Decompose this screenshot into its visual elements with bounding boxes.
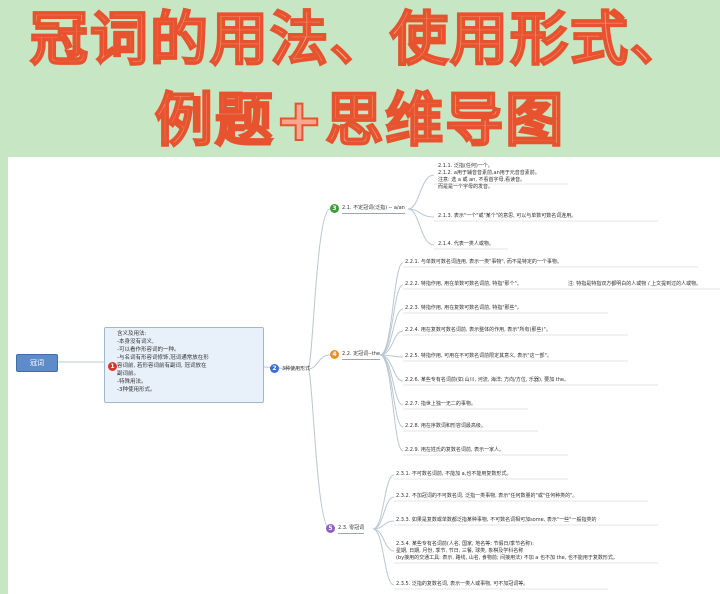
definite-node[interactable]: 2.2. 定冠词--the: [342, 351, 380, 360]
def-item-1: 2.2.1. 与单数可数名词连用, 表示一类"事物", 而不是特定的一个事物。: [405, 259, 562, 265]
banner-title-line-1: 冠词的用法、使用形式、: [29, 4, 690, 74]
indefinite-node[interactable]: 2.1. 不定冠词(泛指) -- a/an: [342, 205, 405, 214]
def-item-7: 2.2.7. 指世上独一无二的事物。: [405, 401, 476, 407]
zero-node[interactable]: 2.3. 零冠词: [338, 525, 365, 534]
indef-item-2: 2.1.2. a用于辅音音素前,an用于元音音素前。: [438, 170, 540, 176]
def-item-6: 2.2.6. 某些专有名词前(如:山川, 河流, 海洋; 方向/方位, 乐器),…: [405, 377, 569, 383]
connector-forms-indef: [307, 208, 331, 370]
banner-title-line-2: 例题+思维导图: [154, 85, 566, 155]
def-item-9: 2.2.9. 用在姓氏的复数名词前, 表示一家人。: [405, 447, 505, 453]
def-item-2: 2.2.2. 特指作用, 用在单数可数名词前, 特指"那个"。: [405, 281, 522, 287]
zero-item-4: 2.3.4. 某些专有名词前(人名, 国家, 地名等; 节假日/季节名称):: [396, 541, 534, 547]
badge-5-icon: 5: [326, 524, 335, 533]
def-item-3: 2.2.3. 特指作用, 用在复数可数名词前, 特指"那些"。: [405, 305, 522, 311]
connector-forms-zero: [307, 368, 331, 530]
def-item-2-note: 注: 特指是特指双方都明白的人或物 / 上文提到过的人或物。: [568, 281, 702, 287]
badge-4-icon: 4: [330, 350, 339, 359]
forms-node[interactable]: 3种使用形式: [282, 366, 311, 372]
def-item-4: 2.2.4. 用在复数可数名词前, 表示整体的作用, 表示"所有(那些)"。: [405, 327, 551, 333]
def-item-5: 2.2.5. 特指作用, 可用在不可数名词前限定其意义, 表示"这一部"。: [405, 353, 552, 359]
indef-item-3: 注意: 选 a 或 an, 不看首字母,看读音。: [438, 177, 526, 183]
indef-item-5: 2.1.3. 表示"一个"或"某个"的意思, 可以与单数可数名词连用。: [438, 213, 577, 219]
badge-2-icon: 2: [270, 364, 279, 373]
zero-item-5: 星期, 日期, 月份, 季节, 节日, 三餐, 球类, 象棋及学科名称: [396, 548, 524, 554]
root-node[interactable]: 冠词: [16, 354, 58, 372]
mindmap-connectors: [56, 174, 720, 590]
badge-1-icon: 1: [108, 362, 117, 371]
indef-item-1: 2.1.1. 泛指(任何)一个。: [438, 163, 493, 169]
indef-item-6: 2.1.4. 代表一类人或物。: [438, 241, 494, 247]
badge-3-icon: 3: [330, 204, 339, 213]
zero-item-6: (by接用的交通工具: 表示, 路线, 山名, 食物前; 间接用法) 不加 a …: [396, 555, 618, 561]
mindmap-canvas: 冠词 含义及用法: -本身没有词义, -可以看作形容词的一种。 -与名词有形容词…: [8, 157, 720, 594]
zero-item-2: 2.3.2. 不加冠词的不可数名词, 泛指一类事物, 表示"任何数量的"或"任何…: [396, 493, 578, 499]
title-banner: 冠词的用法、使用形式、 例题+思维导图: [0, 0, 720, 157]
indef-item-4: 而是是一个字母的发音。: [438, 184, 494, 190]
zero-item-3: 2.3.3. 如果是复数或单数都泛指某种事物, 不可数名词相可加some, 表示…: [396, 517, 597, 523]
connector-forms-def: [307, 354, 331, 370]
def-item-8: 2.2.8. 用在序数词和形容词最高级。: [405, 423, 486, 429]
zero-item-7: 2.3.5. 泛指的复数名词, 表示一类人或事物, 可不加冠词等。: [396, 581, 529, 587]
description-node[interactable]: 含义及用法: -本身没有词义, -可以看作形容词的一种。 -与名词有形容词修饰,…: [104, 327, 264, 403]
zero-item-1: 2.3.1. 不可数名词前, 不能加 a,也不能用复数形式。: [396, 471, 512, 477]
